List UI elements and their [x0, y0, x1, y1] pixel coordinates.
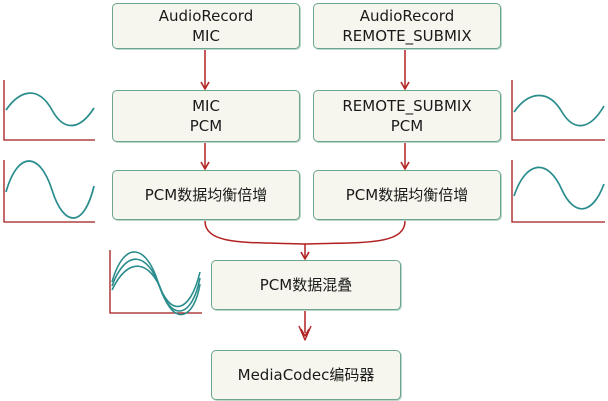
- wave-mic-amplified: [3, 160, 95, 223]
- audio-record-mic-line2: MIC: [192, 27, 220, 45]
- mediacodec-encoder-label: MediaCodec编码器: [237, 366, 375, 384]
- wave-mixed: [109, 250, 202, 316]
- gain-mic-node: PCM数据均衡倍增: [112, 170, 300, 220]
- remote-pcm-line1: REMOTE_SUBMIX: [342, 97, 472, 115]
- gain-remote-node: PCM数据均衡倍增: [313, 170, 501, 220]
- wave-remote-pcm: [511, 80, 605, 141]
- audio-record-remote-line1: AudioRecord: [359, 7, 455, 25]
- arrow-gain-mic-to-mix: [204, 220, 310, 260]
- audio-record-mic-node: AudioRecord MIC: [112, 3, 300, 49]
- gain-remote-label: PCM数据均衡倍增: [345, 186, 469, 204]
- remote-pcm-line2: PCM: [390, 117, 424, 135]
- wave-mic-pcm: [3, 80, 95, 141]
- pcm-mix-label: PCM数据混叠: [259, 276, 353, 294]
- remote-pcm-node: REMOTE_SUBMIX PCM: [313, 90, 501, 142]
- mic-pcm-node: MIC PCM: [112, 90, 300, 142]
- arrow-gain-remote-to-mix: [304, 220, 406, 245]
- arrowhead-mix-to-encoder: [298, 325, 312, 341]
- wave-remote-amplified: [511, 160, 605, 223]
- gain-mic-label: PCM数据均衡倍增: [144, 186, 268, 204]
- pcm-mix-node: PCM数据混叠: [211, 260, 401, 310]
- audio-record-mic-line1: AudioRecord: [158, 7, 254, 25]
- mediacodec-encoder-node: MediaCodec编码器: [211, 350, 401, 400]
- mic-pcm-line2: PCM: [189, 117, 223, 135]
- mic-pcm-line1: MIC: [192, 97, 220, 115]
- audio-record-remote-node: AudioRecord REMOTE_SUBMIX: [313, 3, 501, 49]
- audio-record-remote-line2: REMOTE_SUBMIX: [342, 27, 472, 45]
